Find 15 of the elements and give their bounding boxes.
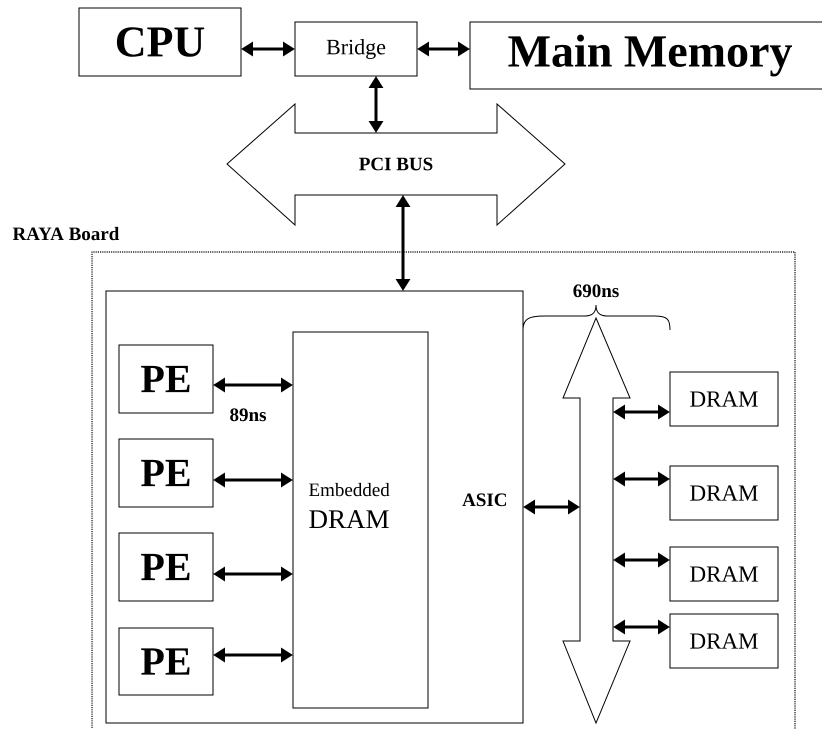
timing-label: 690ns xyxy=(573,284,619,298)
edge-label: 89ns xyxy=(228,407,268,422)
cpu-box: CPU xyxy=(78,8,242,76)
pe-box: PE xyxy=(118,344,214,414)
node-label: RAYA Board xyxy=(12,226,120,240)
pe-box: PE xyxy=(118,438,214,508)
dram-box: DRAM xyxy=(670,546,778,602)
embedded-dram-box: Embedded DRAM xyxy=(292,332,428,708)
pe-box: PE xyxy=(118,628,214,696)
dram-box: DRAM xyxy=(670,466,778,520)
bridge-box: Bridge xyxy=(294,22,418,76)
dram-box: DRAM xyxy=(670,614,778,668)
pe-box: PE xyxy=(118,532,214,602)
memory-box: Main Memory xyxy=(470,22,822,90)
dram-box: DRAM xyxy=(670,372,778,426)
